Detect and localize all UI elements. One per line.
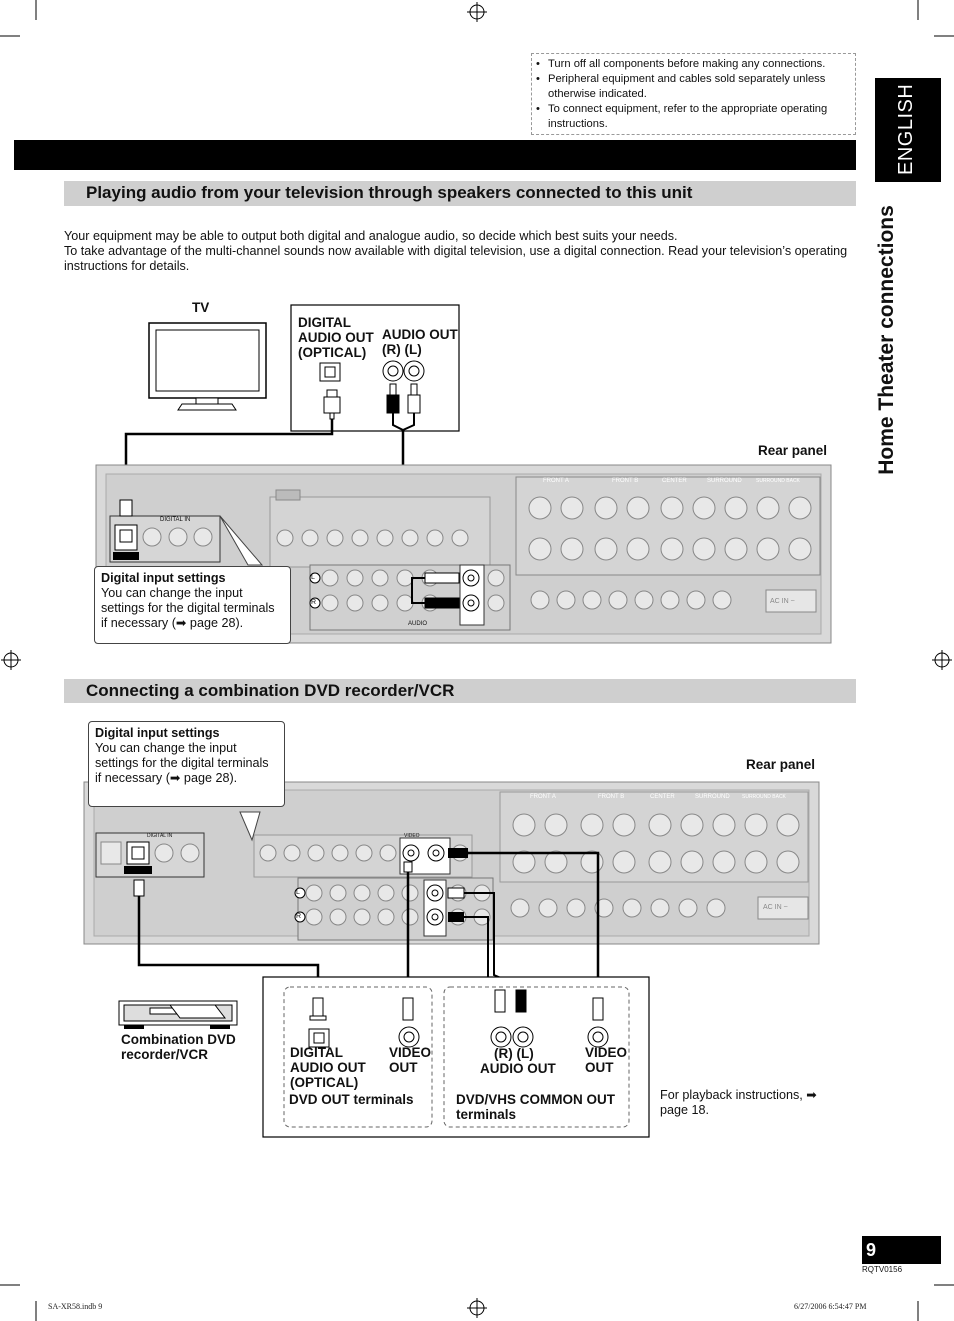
registration-mark-top	[467, 2, 487, 22]
ac-in-label: AC IN ~	[763, 904, 788, 911]
video-label: VIDEO	[404, 833, 420, 839]
surround-back-label: SURROUND BACK	[742, 794, 786, 800]
language-tab	[875, 78, 941, 182]
tv-outputs-box	[290, 304, 460, 432]
section-heading-tv-audio: Playing audio from your television throu…	[64, 181, 856, 206]
digital-audio-out-label: DIGITAL AUDIO OUT (OPTICAL)	[290, 1045, 366, 1090]
front-b-label: FRONT B	[612, 478, 639, 484]
page-number: 9	[862, 1236, 941, 1264]
tv-label: TV	[192, 300, 210, 315]
device-label: Combination DVD recorder/VCR	[121, 1032, 236, 1062]
center-label: CENTER	[650, 794, 675, 800]
rear-panel-1	[95, 464, 832, 644]
optical-plug-icon	[323, 389, 341, 420]
callout-body: You can change the input settings for th…	[95, 741, 269, 785]
rca-plug-icon	[386, 383, 421, 414]
front-a-label: FRONT A	[530, 794, 556, 800]
note-item: Peripheral equipment and cables sold sep…	[536, 72, 849, 102]
surround-label: SURROUND	[707, 478, 742, 484]
rear-panel-label: Rear panel	[758, 443, 828, 458]
note-item: To connect equipment, refer to the appro…	[536, 102, 849, 132]
digital-in-label: DIGITAL IN	[160, 517, 191, 523]
optical-port-icon	[308, 1028, 330, 1048]
header-bar	[14, 140, 856, 170]
audio-out-label: AUDIO OUT	[480, 1061, 556, 1076]
doc-code: RQTV0156	[862, 1265, 903, 1274]
tv-illustration	[148, 322, 267, 411]
audio-label: AUDIO	[408, 621, 428, 627]
note-item: Turn off all components before making an…	[536, 57, 849, 72]
intro-text: Your equipment may be able to output bot…	[64, 229, 854, 274]
video-out-label-2: VIDEO OUT	[585, 1045, 628, 1075]
common-out-terminals-label: DVD/VHS COMMON OUT terminals	[456, 1092, 616, 1122]
callout-title: Digital input settings	[95, 726, 220, 740]
playback-note: For playback instructions, ➡ page 18.	[660, 1088, 817, 1117]
front-a-label: FRONT A	[543, 478, 569, 484]
section-heading-dvd-vcr: Connecting a combination DVD recorder/VC…	[64, 679, 856, 703]
l-label: L	[296, 889, 300, 896]
file-name: SA-XR58.indb 9	[48, 1302, 103, 1311]
ac-in-label: AC IN ~	[770, 598, 795, 605]
center-label: CENTER	[662, 478, 687, 484]
front-b-label: FRONT B	[598, 794, 625, 800]
surround-back-label: SURROUND BACK	[756, 478, 800, 484]
intro-line: To take advantage of the multi-channel s…	[64, 244, 848, 273]
audio-rl-label: (R) (L)	[494, 1046, 534, 1061]
l-label: L	[311, 574, 315, 581]
digital-input-callout-1: Digital input settings You can change th…	[94, 566, 291, 644]
r-label: R	[311, 599, 317, 606]
rear-panel-2	[83, 781, 820, 945]
print-timestamp: 6/27/2006 6:54:47 PM	[794, 1302, 867, 1311]
rca-jack-icon	[398, 1026, 609, 1048]
callout-title: Digital input settings	[101, 571, 226, 585]
dvd-out-terminals-label: DVD OUT terminals	[289, 1092, 414, 1107]
audio-out-label: AUDIO OUT	[382, 327, 458, 342]
dvd-recorder-vcr-illustration	[118, 1000, 238, 1029]
intro-line: Your equipment may be able to output bot…	[64, 229, 678, 243]
surround-label: SURROUND	[695, 794, 730, 800]
digital-audio-out-label: DIGITAL AUDIO OUT (OPTICAL)	[298, 315, 374, 360]
rca-jack-icon	[382, 360, 425, 382]
digital-in-label: DIGITAL IN	[147, 833, 173, 839]
r-label: R	[296, 913, 302, 920]
dvd-terminals-box	[262, 976, 650, 1138]
rear-panel-label: Rear panel	[746, 757, 816, 772]
optical-port-icon	[319, 362, 341, 382]
notes-box: Turn off all components before making an…	[531, 53, 856, 135]
digital-input-callout-2: Digital input settings You can change th…	[88, 721, 285, 807]
callout-body: You can change the input settings for th…	[101, 586, 275, 630]
video-out-label: VIDEO OUT	[389, 1045, 432, 1075]
audio-out-rl-label: (R) (L)	[382, 342, 422, 357]
